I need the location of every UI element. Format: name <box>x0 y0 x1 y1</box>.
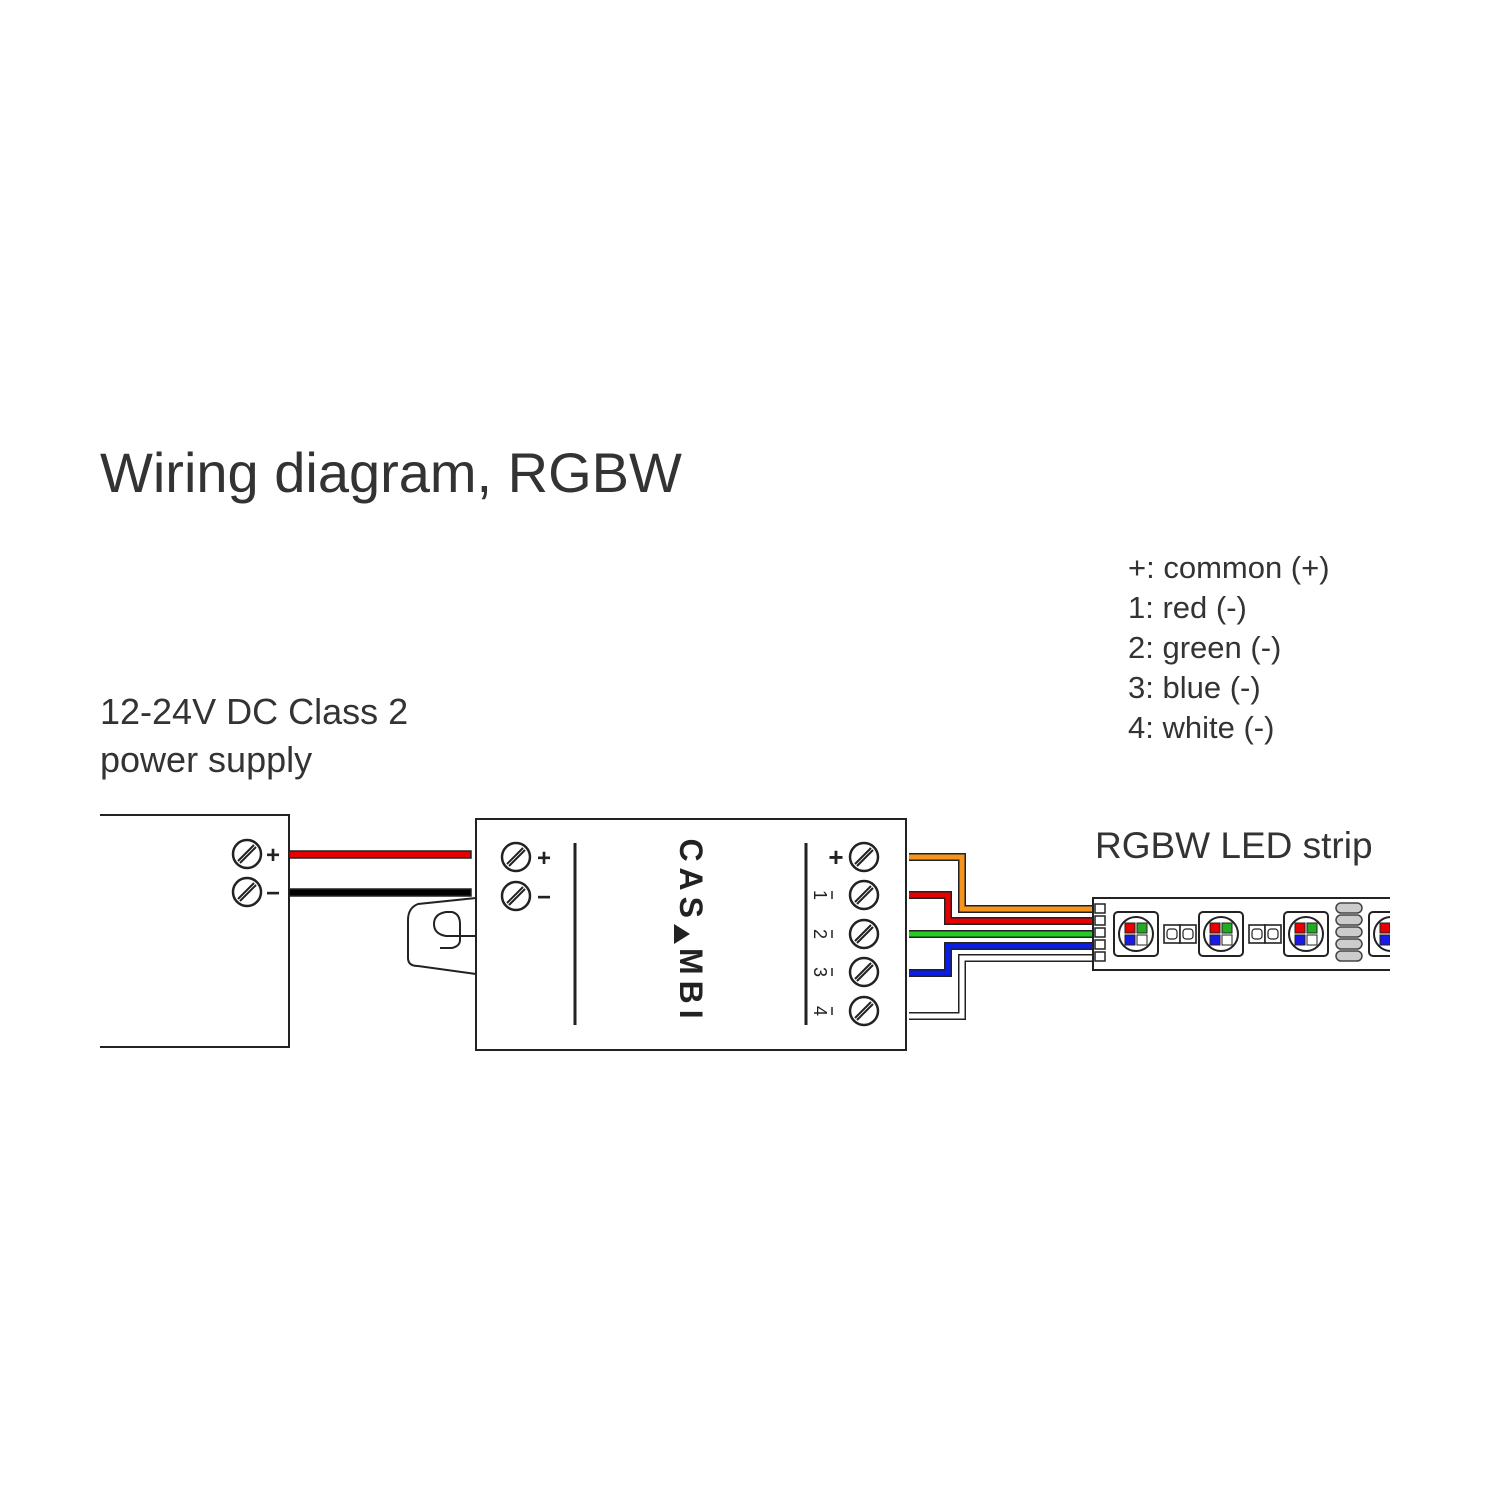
legend-item-common: +: common (+) <box>1128 550 1330 585</box>
led-chip <box>1368 911 1390 957</box>
controller-input-plus-sign: + <box>537 845 551 872</box>
psu-minus-sign: − <box>266 880 280 907</box>
brand-triangle <box>674 924 690 944</box>
svg-text:3: 3 <box>810 967 830 977</box>
controller-input-minus-sign: − <box>537 884 551 911</box>
casambi-logo: CAS MBI <box>673 838 709 1024</box>
mounting-tab <box>407 897 477 975</box>
power-supply-label-line2: power supply <box>100 739 313 780</box>
svg-text:1: 1 <box>810 890 830 900</box>
wire-power-negative <box>288 888 472 897</box>
controller-input-plus-terminal <box>500 841 532 873</box>
strip-solder-pads <box>1094 903 1106 962</box>
brand-text-left: CAS <box>673 838 709 924</box>
legend-item-white: 4: white (-) <box>1128 710 1275 745</box>
wire-blue <box>909 942 1092 977</box>
legend-item-red: 1: red (-) <box>1128 590 1247 625</box>
controller-output-3-terminal <box>848 956 880 988</box>
controller-output-plus-sign: + <box>828 842 843 872</box>
wire-white <box>909 954 1092 1020</box>
channel-legend: +: common (+) 1: red (-) 2: green (-) 3:… <box>1128 548 1330 748</box>
controller-output-2-terminal <box>848 918 880 950</box>
resistor <box>1179 924 1197 944</box>
cut-pads <box>1335 902 1363 962</box>
led-chip <box>1283 911 1329 957</box>
led-chip <box>1198 911 1244 957</box>
brand-text-right: MBI <box>673 948 709 1025</box>
legend-item-blue: 3: blue (-) <box>1128 670 1261 705</box>
power-supply-label-line1: 12-24V DC Class 2 <box>100 691 409 732</box>
power-supply-label: 12-24V DC Class 2 power supply <box>100 688 408 784</box>
psu-minus-terminal <box>231 876 263 908</box>
controller-input-minus-terminal <box>500 880 532 912</box>
psu-plus-sign: + <box>266 842 280 869</box>
led-chip <box>1113 911 1159 957</box>
svg-text:2: 2 <box>810 929 830 939</box>
page-title: Wiring diagram, RGBW <box>100 441 682 504</box>
controller-output-plus-terminal <box>848 841 880 873</box>
controller-output-1-terminal <box>848 879 880 911</box>
legend-item-green: 2: green (-) <box>1128 630 1282 665</box>
resistor <box>1163 924 1181 944</box>
resistor <box>1248 924 1266 944</box>
svg-text:4: 4 <box>810 1006 830 1016</box>
wire-orange <box>909 853 1092 913</box>
output-label-3: 3 <box>810 967 833 977</box>
resistor <box>1264 924 1282 944</box>
psu-plus-terminal <box>231 838 263 870</box>
led-strip <box>1092 897 1390 971</box>
wire-power-positive <box>288 850 472 859</box>
output-label-2: 2 <box>810 929 833 939</box>
led-strip-label: RGBW LED strip <box>1095 825 1373 866</box>
casambi-controller <box>475 818 907 1051</box>
controller-output-4-terminal <box>848 995 880 1027</box>
power-supply <box>100 814 290 1048</box>
output-label-4: 4 <box>810 1006 833 1016</box>
wire-red <box>909 891 1092 925</box>
output-label-1: 1 <box>810 890 833 900</box>
